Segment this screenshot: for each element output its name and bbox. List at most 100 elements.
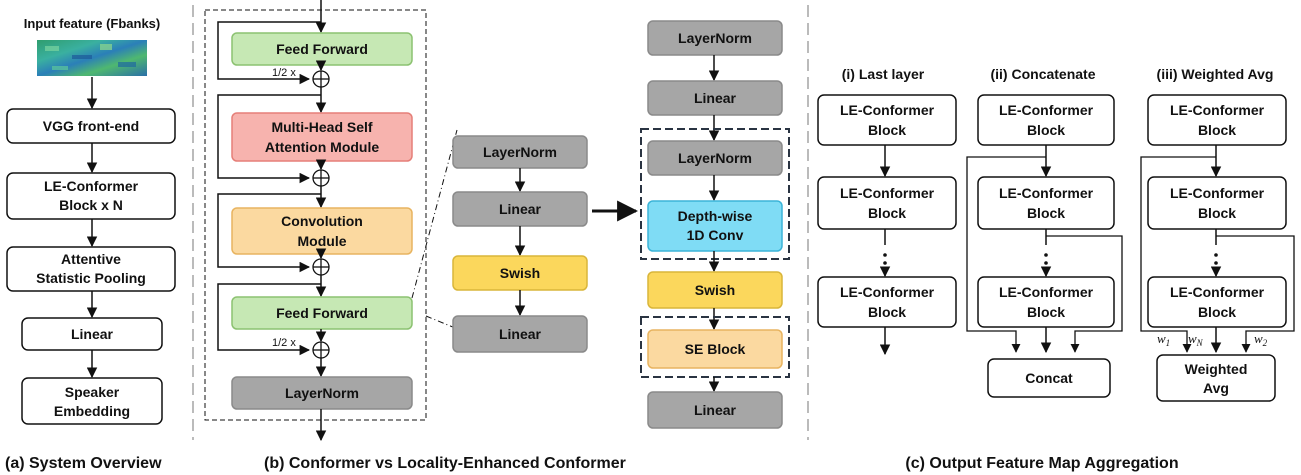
svg-text:SE Block: SE Block (685, 341, 746, 357)
svg-text:Swish: Swish (500, 265, 540, 281)
convolution-module-block: Convolution Module (231, 207, 413, 255)
speaker-embedding-block: Speaker Embedding (21, 377, 163, 425)
conformer-layernorm-block: LayerNorm (231, 376, 413, 410)
svg-text:LE-Conformer: LE-Conformer (44, 178, 139, 194)
col3-block-1: LE-Conformer Block (1147, 94, 1287, 146)
svg-text:LE-Conformer: LE-Conformer (1170, 102, 1265, 118)
svg-text:Weighted: Weighted (1185, 361, 1248, 377)
conv-linear-block-1: Linear (647, 80, 783, 116)
concat-block: Concat (987, 358, 1111, 398)
attentive-statistic-pooling-block: Attentive Statistic Pooling (6, 246, 176, 292)
le-conformer-block-xn: LE-Conformer Block x N (6, 172, 176, 220)
svg-text:LE-Conformer: LE-Conformer (1170, 284, 1265, 300)
svg-text:LE-Conformer: LE-Conformer (840, 102, 935, 118)
svg-text:1D Conv: 1D Conv (687, 227, 744, 243)
vgg-frontend-block: VGG front-end (6, 108, 176, 144)
col3-ellipsis (1214, 253, 1218, 273)
svg-text:Module: Module (298, 233, 347, 249)
conv-linear-block-2: Linear (647, 391, 783, 429)
svg-text:Multi-Head Self: Multi-Head Self (271, 119, 372, 135)
weighted-avg-block: Weighted Avg (1156, 354, 1276, 402)
svg-text:Linear: Linear (499, 201, 542, 217)
svg-text:w1: w1 (1157, 331, 1170, 348)
col1-block-3: LE-Conformer Block (817, 276, 957, 328)
caption-b: (b) Conformer vs Locality-Enhanced Confo… (264, 455, 626, 472)
svg-text:Block: Block (868, 304, 906, 320)
svg-text:Block: Block (868, 205, 906, 221)
svg-text:LE-Conformer: LE-Conformer (999, 185, 1094, 201)
conv-swish-block: Swish (647, 271, 783, 309)
svg-text:Block x N: Block x N (59, 197, 123, 213)
ff-expand-line-top (411, 129, 458, 299)
col3-block-2: LE-Conformer Block (1147, 176, 1287, 230)
svg-text:Feed Forward: Feed Forward (276, 305, 368, 321)
linear-block: Linear (21, 317, 163, 351)
mhsa-module-block: Multi-Head Self Attention Module (231, 112, 413, 162)
col1-block-2: LE-Conformer Block (817, 176, 957, 230)
col1-block-1: LE-Conformer Block (817, 94, 957, 146)
col2-block-3: LE-Conformer Block (977, 276, 1115, 328)
depthwise-conv-block: Depth-wise 1D Conv (647, 200, 783, 252)
svg-text:LE-Conformer: LE-Conformer (840, 284, 935, 300)
add-node-3 (312, 258, 330, 276)
svg-text:LE-Conformer: LE-Conformer (1170, 185, 1265, 201)
svg-text:Embedding: Embedding (54, 403, 130, 419)
svg-text:LE-Conformer: LE-Conformer (999, 284, 1094, 300)
svg-text:LayerNorm: LayerNorm (483, 144, 557, 160)
add-node-1 (312, 70, 330, 88)
svg-text:LayerNorm: LayerNorm (285, 385, 359, 401)
conformer-dashed-outline (204, 9, 427, 421)
caption-c: (c) Output Feature Map Aggregation (905, 455, 1178, 472)
svg-text:Linear: Linear (694, 402, 737, 418)
column-title-last-layer: (i) Last layer (842, 66, 925, 82)
ffn-swish-block: Swish (452, 255, 588, 291)
svg-text:Block: Block (1027, 304, 1065, 320)
svg-text:Concat: Concat (1025, 370, 1073, 386)
col2-ellipsis (1044, 253, 1048, 273)
add-node-2 (312, 169, 330, 187)
svg-text:Block: Block (1198, 122, 1236, 138)
svg-text:Block: Block (1027, 205, 1065, 221)
input-feature-label: Input feature (Fbanks) (24, 16, 161, 31)
column-title-weighted-avg: (iii) Weighted Avg (1157, 66, 1274, 82)
svg-text:Linear: Linear (694, 90, 737, 106)
svg-text:Attentive: Attentive (61, 251, 121, 267)
svg-text:Swish: Swish (695, 282, 735, 298)
svg-text:Convolution: Convolution (281, 213, 363, 229)
caption-a: (a) System Overview (5, 455, 162, 472)
svg-text:Speaker: Speaker (65, 384, 120, 400)
half-scale-top: 1/2 x (272, 67, 296, 79)
svg-text:LE-Conformer: LE-Conformer (999, 102, 1094, 118)
svg-text:Block: Block (1198, 205, 1236, 221)
feed-forward-bottom-block: Feed Forward (231, 296, 413, 330)
ffn-linear-block-1: Linear (452, 191, 588, 227)
svg-text:w2: w2 (1254, 331, 1268, 348)
svg-text:LayerNorm: LayerNorm (678, 30, 752, 46)
svg-text:VGG front-end: VGG front-end (43, 118, 139, 134)
ffn-linear-block-2: Linear (452, 315, 588, 353)
col2-block-2: LE-Conformer Block (977, 176, 1115, 230)
svg-text:LE-Conformer: LE-Conformer (840, 185, 935, 201)
svg-text:Linear: Linear (71, 326, 114, 342)
add-node-4 (312, 341, 330, 359)
ffn-layernorm-block: LayerNorm (452, 135, 588, 169)
feed-forward-top-block: Feed Forward (231, 32, 413, 66)
se-dashed-box (640, 316, 790, 378)
se-block: SE Block (647, 329, 783, 369)
svg-text:Feed Forward: Feed Forward (276, 41, 368, 57)
svg-text:wN: wN (1188, 331, 1204, 348)
svg-text:Statistic Pooling: Statistic Pooling (36, 270, 146, 286)
svg-text:Block: Block (868, 122, 906, 138)
svg-text:Depth-wise: Depth-wise (678, 208, 753, 224)
svg-text:Attention Module: Attention Module (265, 139, 380, 155)
spectrogram-image (37, 40, 147, 76)
svg-text:Avg: Avg (1203, 380, 1229, 396)
conv-layernorm-block-1: LayerNorm (647, 20, 783, 56)
conv-layernorm-block-2: LayerNorm (647, 140, 783, 176)
svg-text:Block: Block (1027, 122, 1065, 138)
svg-text:LayerNorm: LayerNorm (678, 150, 752, 166)
col1-ellipsis (883, 253, 887, 273)
svg-text:Block: Block (1198, 304, 1236, 320)
locality-enhanced-dashed-box (640, 128, 790, 260)
